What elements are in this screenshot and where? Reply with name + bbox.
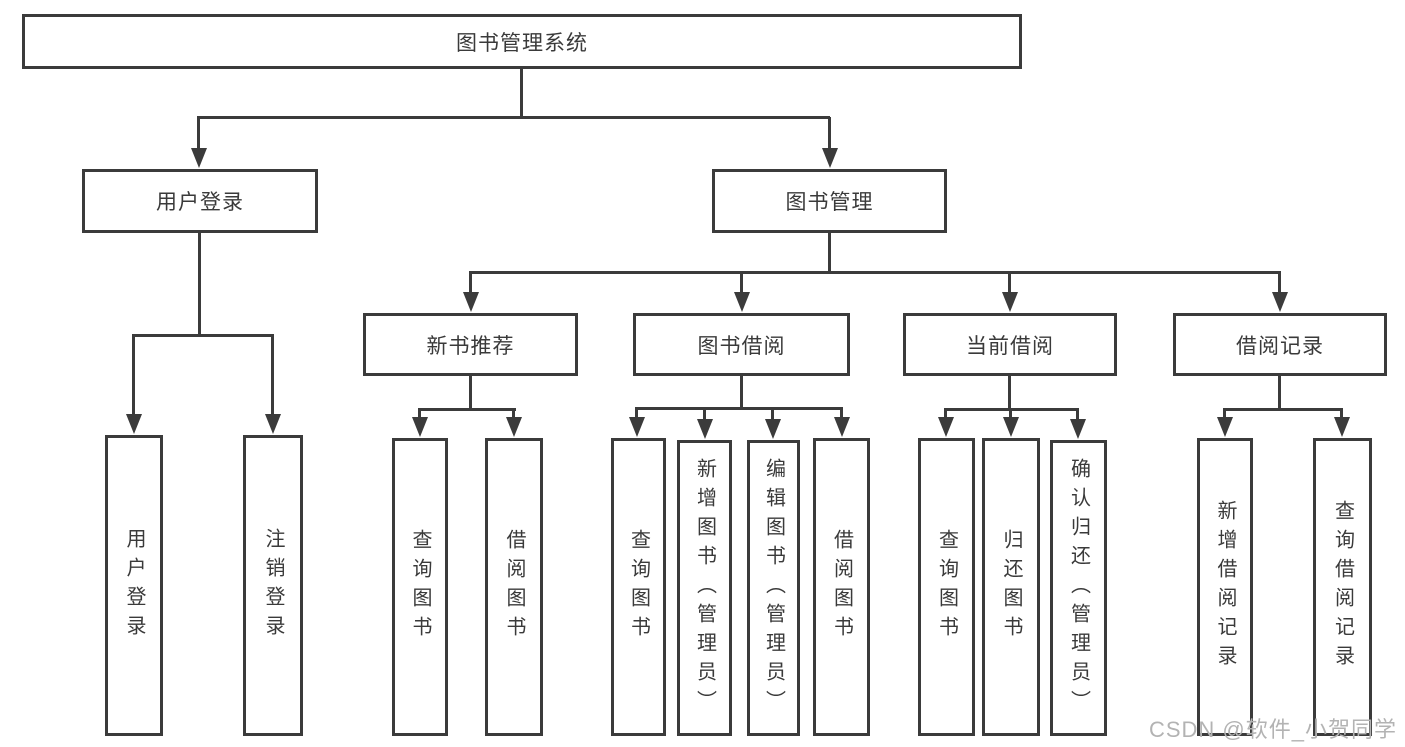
leaf-nb-borrow-books: 借阅图书 [485, 438, 543, 736]
down-arrow-cb-query [944, 409, 947, 418]
down-arrow-bb-edit [771, 408, 774, 420]
down-arrow-current-borrow [1008, 272, 1011, 293]
down-arrow-book-management [828, 117, 831, 149]
node-book-management: 图书管理 [712, 169, 947, 233]
down-arrow-leaf-user-login [132, 335, 135, 415]
node-user-login: 用户登录 [82, 169, 318, 233]
node-borrow-records: 借阅记录 [1173, 313, 1387, 376]
leaf-cb-query-books: 查询图书 [918, 438, 975, 736]
leaf-bb-borrow-books: 借阅图书 [813, 438, 870, 736]
connector-br-stub [1278, 376, 1281, 410]
down-arrow-nb-borrow [512, 409, 515, 418]
leaf-br-query-record: 查询借阅记录 [1313, 438, 1372, 736]
connector-book-mgmt-stub [828, 233, 831, 273]
leaf-nb-query-books: 查询图书 [392, 438, 448, 736]
down-arrow-br-query [1340, 409, 1343, 418]
leaf-cb-confirm-return-admin: 确认归还（管理员） [1050, 440, 1107, 736]
csdn-watermark: CSDN @软件_小贺同学 [1148, 717, 1397, 742]
connector-book-mgmt-splitter [469, 271, 1281, 274]
connector-bb-splitter [635, 407, 843, 410]
down-arrow-nb-query [418, 409, 421, 418]
leaf-logout: 注销登录 [243, 435, 303, 736]
down-arrow-borrow-records [1278, 272, 1281, 293]
connector-cb-stub [1008, 376, 1011, 410]
connector-root-splitter [197, 116, 830, 119]
down-arrow-book-borrow [740, 272, 743, 293]
down-arrow-new-book-recommend [469, 272, 472, 293]
leaf-bb-query-books: 查询图书 [611, 438, 666, 736]
connector-nb-stub [469, 376, 472, 410]
node-current-borrow: 当前借阅 [903, 313, 1117, 376]
connector-user-login-splitter [132, 334, 274, 337]
connector-root-stub [520, 69, 523, 117]
connector-nb-splitter [418, 408, 516, 411]
connector-bb-stub [740, 376, 743, 409]
connector-br-splitter [1223, 408, 1343, 411]
down-arrow-cb-return [1009, 409, 1012, 418]
leaf-bb-edit-books-admin: 编辑图书（管理员） [747, 440, 800, 736]
connector-user-login-stub [198, 233, 201, 336]
down-arrow-user-login [197, 117, 200, 149]
down-arrow-cb-confirm [1076, 409, 1079, 420]
down-arrow-bb-borrow [840, 408, 843, 418]
leaf-br-add-record: 新增借阅记录 [1197, 438, 1253, 736]
node-new-book-recommend: 新书推荐 [363, 313, 578, 376]
down-arrow-leaf-logout [271, 335, 274, 415]
leaf-user-login: 用户登录 [105, 435, 163, 736]
leaf-bb-add-books-admin: 新增图书（管理员） [677, 440, 732, 736]
node-book-borrow: 图书借阅 [633, 313, 850, 376]
leaf-cb-return-books: 归还图书 [982, 438, 1040, 736]
down-arrow-bb-query [635, 408, 638, 418]
down-arrow-bb-add [703, 408, 706, 420]
down-arrow-br-add [1223, 409, 1226, 418]
node-library-management-system: 图书管理系统 [22, 14, 1022, 69]
